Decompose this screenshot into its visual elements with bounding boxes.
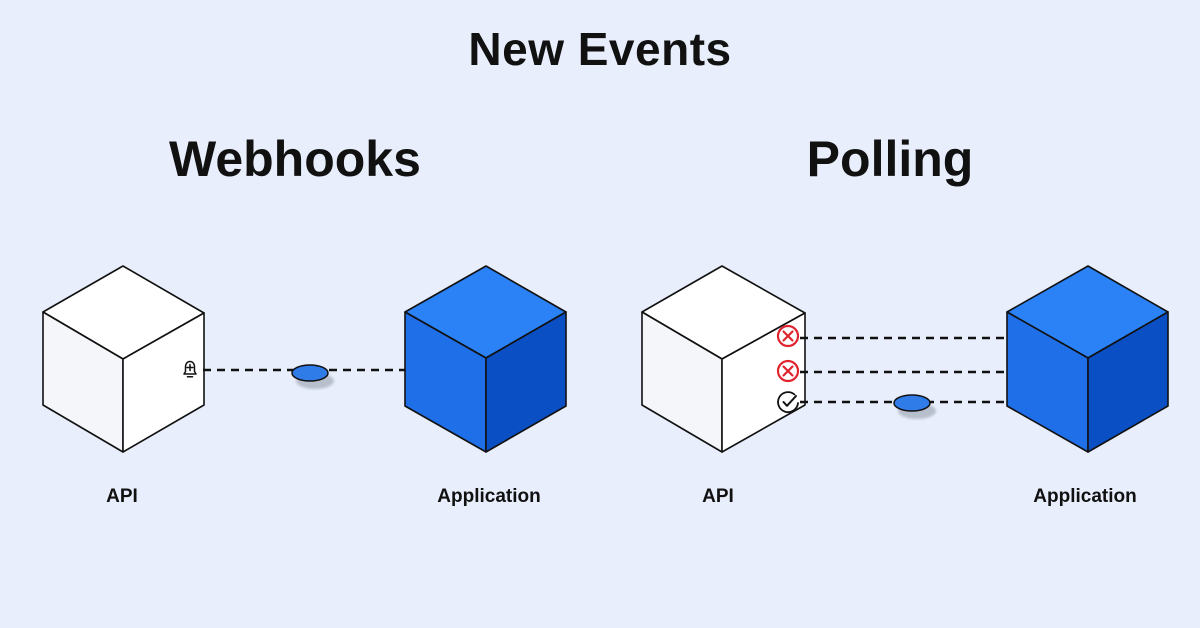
cube-right-face bbox=[721, 312, 806, 453]
cube-right-face bbox=[485, 311, 567, 453]
webhooks-message-token bbox=[291, 364, 334, 389]
cube-right-face bbox=[122, 312, 205, 453]
polling-application-label: Application bbox=[1033, 486, 1137, 507]
webhooks-application-cube bbox=[404, 265, 567, 453]
webhooks-title: Webhooks bbox=[169, 131, 421, 187]
check-circle-icon bbox=[777, 391, 799, 414]
cube-right-face bbox=[1087, 311, 1169, 453]
polling-api-cube bbox=[641, 265, 806, 453]
diagram-title: New Events bbox=[468, 23, 732, 75]
polling-api-label: API bbox=[702, 486, 734, 507]
x-circle-icon bbox=[776, 359, 800, 383]
polling-title: Polling bbox=[806, 131, 974, 187]
polling-message-token bbox=[893, 394, 936, 419]
bell-add-icon bbox=[183, 360, 197, 378]
x-circle-icon bbox=[776, 324, 800, 348]
polling-application-cube bbox=[1006, 265, 1169, 453]
webhooks-api-cube bbox=[42, 265, 205, 453]
webhooks-application-label: Application bbox=[437, 486, 541, 507]
webhooks-api-label: API bbox=[106, 486, 138, 507]
